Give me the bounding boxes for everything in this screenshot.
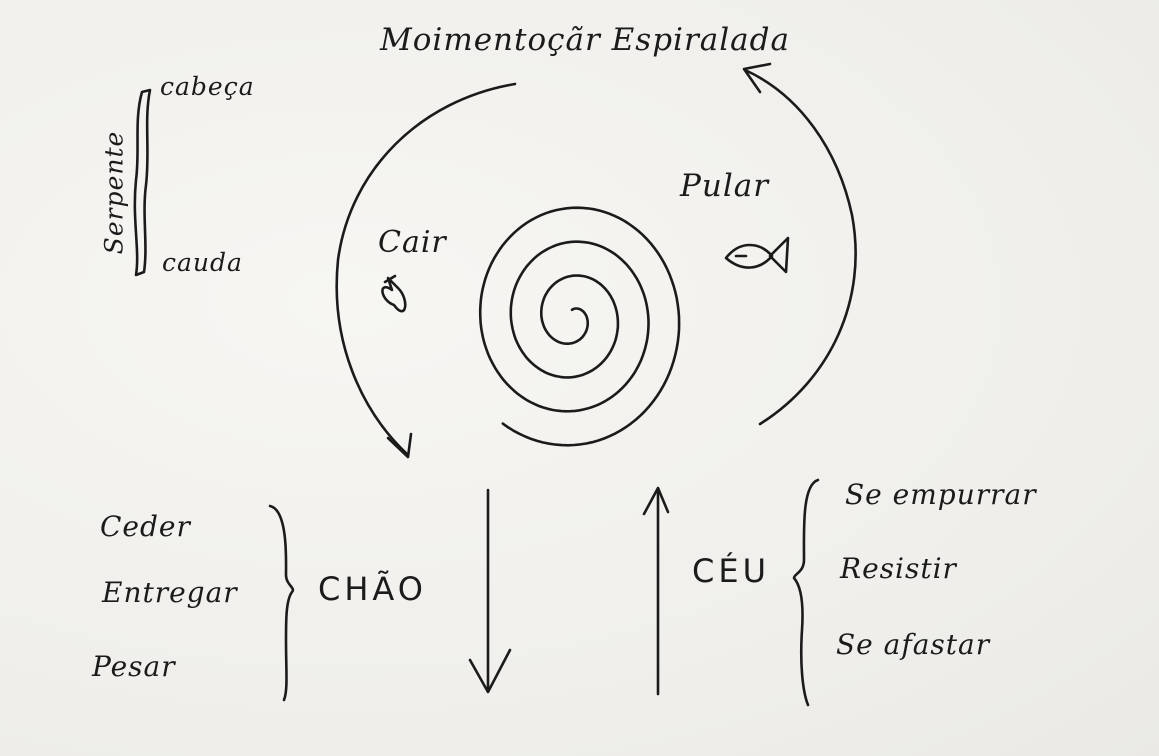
serpent-label: Serpente <box>99 130 129 255</box>
ground-label: CHÃO <box>318 570 427 608</box>
jump-label: Pular <box>680 168 770 204</box>
ground-brace <box>268 504 295 702</box>
fall-arc <box>335 82 517 457</box>
sky-item-3: Se afastar <box>836 628 991 661</box>
up-arrow-head <box>642 486 670 516</box>
sky-item-1: Se empurrar <box>845 478 1037 511</box>
ground-item-2: Entregar <box>102 576 238 609</box>
fall-arrowhead <box>386 432 413 459</box>
serpent-body <box>133 88 152 277</box>
jumping-fish-icon <box>724 236 790 274</box>
rise-arc <box>743 68 857 426</box>
sky-brace <box>792 478 820 707</box>
diagram-title: Moimentoçãr Espiralada <box>380 22 790 58</box>
down-arrow-head <box>468 648 512 694</box>
fall-label: Cair <box>378 225 447 260</box>
serpent-head-label: cabeça <box>160 72 255 101</box>
falling-fish-icon <box>381 274 407 313</box>
rise-arrowhead <box>742 62 772 94</box>
central-spiral <box>478 206 681 447</box>
ground-item-1: Ceder <box>100 510 191 543</box>
sky-label: CÉU <box>692 552 770 590</box>
ground-item-3: Pesar <box>92 650 176 683</box>
sky-item-2: Resistir <box>840 552 957 585</box>
serpent-tail-label: cauda <box>162 248 243 277</box>
